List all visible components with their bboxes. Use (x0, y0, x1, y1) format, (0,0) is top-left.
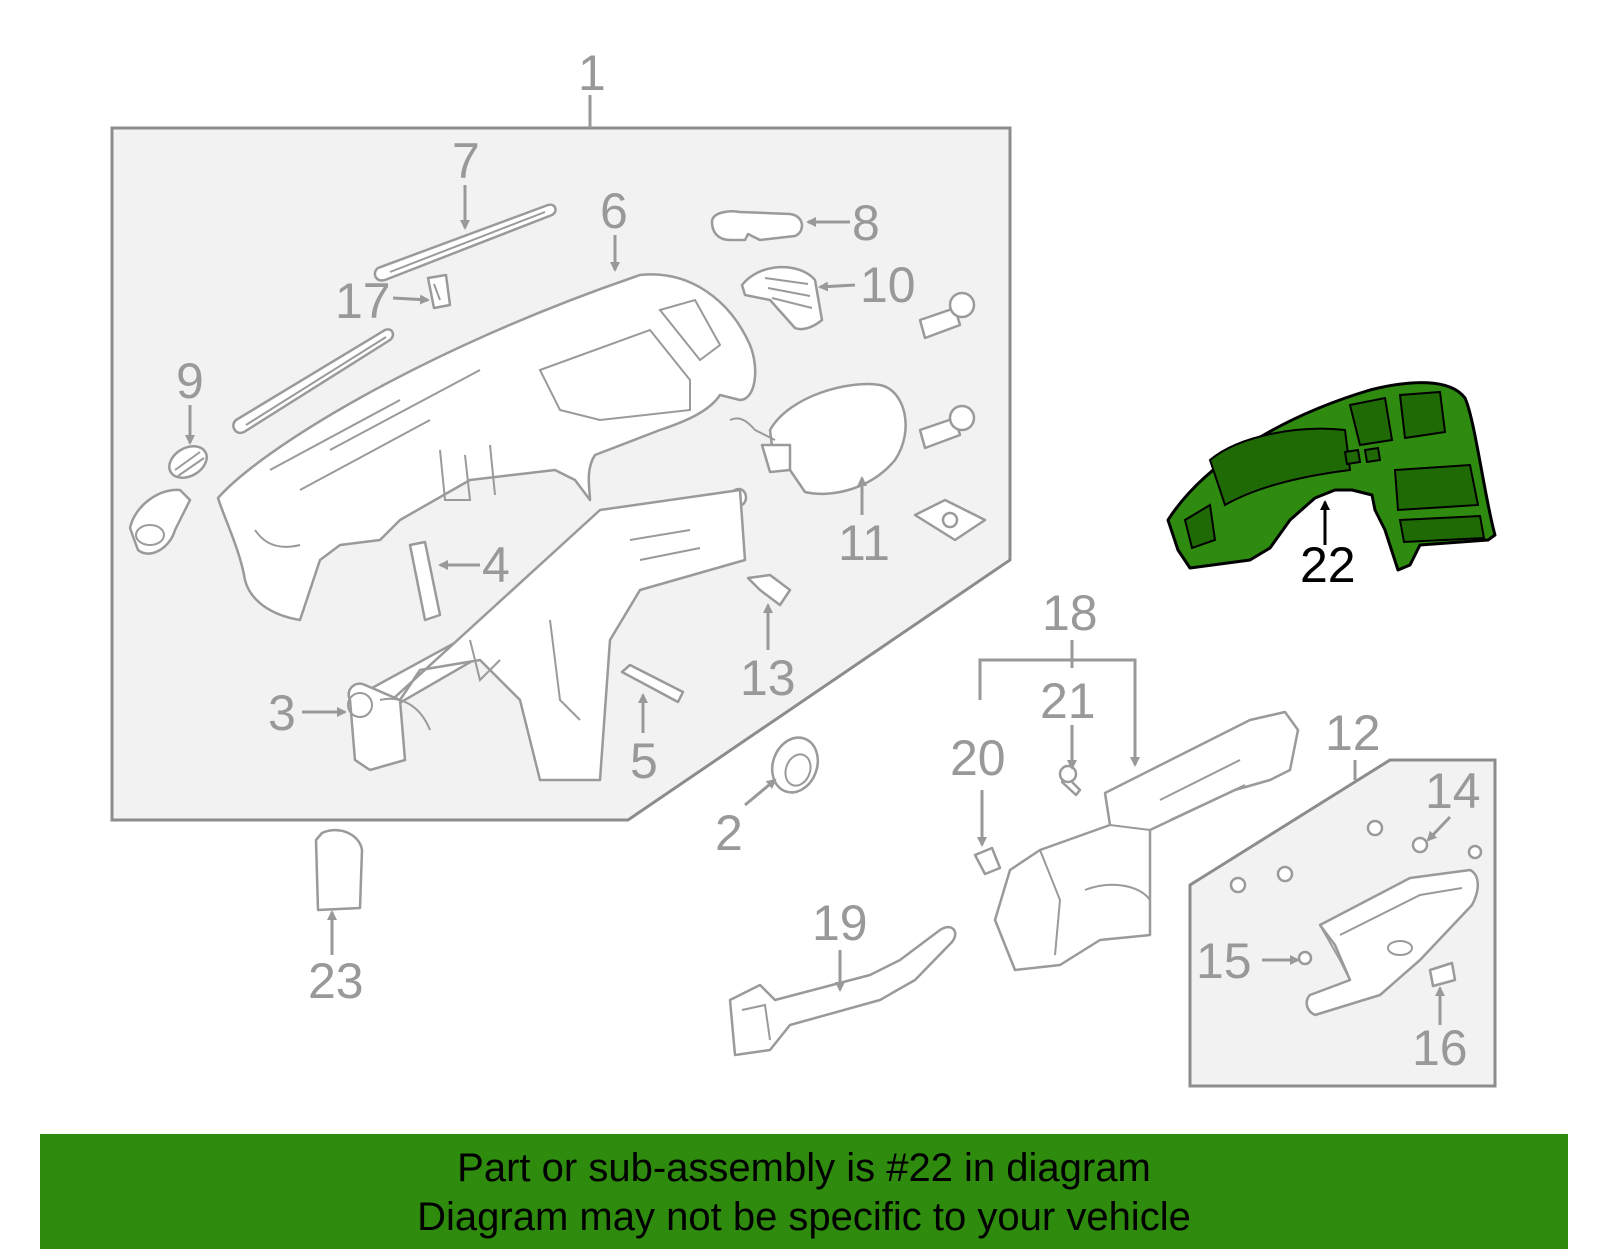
vent-part-9 (168, 445, 208, 479)
screw-part-21 (1058, 764, 1082, 797)
callout-20: 20 (950, 730, 1006, 786)
callout-12: 12 (1325, 705, 1381, 761)
callout-14: 14 (1425, 763, 1481, 819)
callout-23: 23 (308, 953, 364, 1009)
callout-22: 22 (1300, 537, 1356, 593)
callout-4: 4 (482, 537, 510, 593)
callout-8: 8 (852, 195, 880, 251)
vent-part-10 (740, 265, 824, 331)
callout-13: 13 (740, 650, 796, 706)
callout-3: 3 (268, 685, 296, 741)
callout-9: 9 (176, 353, 204, 409)
cross-beam-part-3 (347, 487, 748, 782)
side-vent (128, 488, 192, 555)
banner-line-2: Diagram may not be specific to your vehi… (417, 1195, 1191, 1239)
screw-lower (918, 404, 976, 450)
callout-11: 11 (838, 515, 890, 571)
callout-6: 6 (600, 183, 628, 239)
latch-part-16 (1428, 961, 1457, 988)
callout-5: 5 (630, 733, 658, 789)
callout-1: 1 (578, 45, 606, 101)
bracket-part-13 (746, 573, 792, 607)
clip-part-20 (973, 846, 1002, 876)
clip-part-17 (426, 273, 452, 310)
bracket-part-4 (408, 540, 442, 622)
callout-21: 21 (1040, 673, 1096, 729)
screw-part-14 (1229, 819, 1483, 894)
nut-clip (913, 498, 987, 542)
airbag-module-part-11 (729, 382, 907, 496)
callout-7: 7 (452, 133, 480, 189)
callout-2: 2 (715, 805, 743, 861)
screw-upper (918, 291, 976, 340)
callout-19: 19 (812, 895, 868, 951)
lower-panel-part-18 (993, 710, 1300, 972)
callout-16: 16 (1412, 1020, 1468, 1076)
callout-10: 10 (860, 257, 916, 313)
callout-18: 18 (1042, 585, 1098, 641)
glove-box-part-12 (1305, 868, 1479, 1017)
knob-part-2 (770, 736, 820, 794)
callout-15: 15 (1196, 933, 1252, 989)
trim-part-23 (314, 828, 364, 912)
callout-17: 17 (335, 273, 391, 329)
instrument-panel-part-6 (216, 273, 757, 622)
info-banner: Part or sub-assembly is #22 in diagram D… (40, 1134, 1568, 1249)
banner-line-1: Part or sub-assembly is #22 in diagram (457, 1146, 1151, 1190)
side-defrost-vent (232, 328, 395, 435)
clip-part-15 (1297, 950, 1313, 966)
grip-part-8 (710, 210, 804, 242)
cluster-bezel-part-22[interactable] (1166, 381, 1497, 572)
defrost-vent-part-7 (373, 203, 557, 282)
brace-part-5 (620, 663, 685, 704)
